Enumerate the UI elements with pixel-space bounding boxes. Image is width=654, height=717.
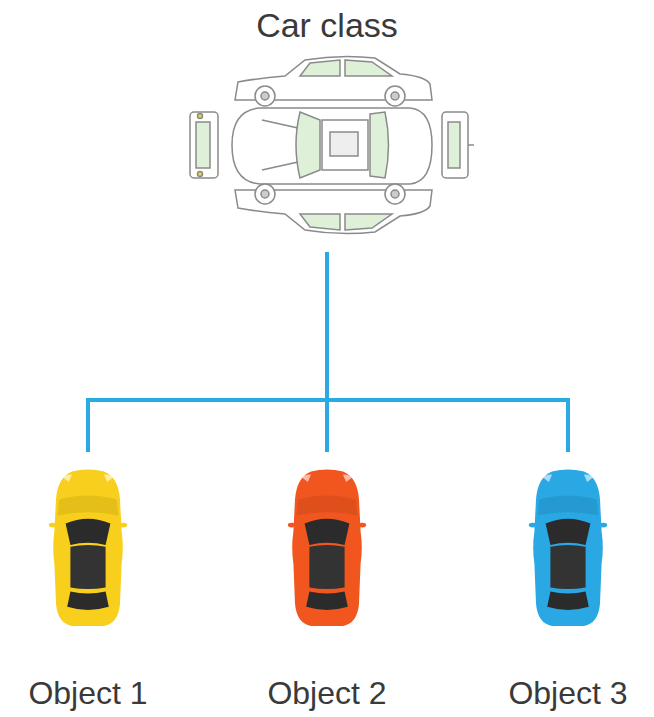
class-label: Car class bbox=[256, 6, 398, 45]
connector-line bbox=[327, 252, 568, 452]
object-label: Object 3 bbox=[508, 675, 627, 712]
object-node: Object 2 bbox=[252, 452, 402, 712]
object-label: Object 2 bbox=[267, 675, 386, 712]
object-node: Object 3 bbox=[493, 452, 643, 712]
object-node: Object 1 bbox=[13, 452, 163, 712]
object-label: Object 1 bbox=[28, 675, 147, 712]
car-blueprint bbox=[190, 56, 474, 233]
yellow-car bbox=[49, 470, 127, 626]
orange-car bbox=[288, 470, 366, 626]
connector-line bbox=[88, 252, 327, 452]
blue-car bbox=[529, 470, 607, 626]
class-node: Car class bbox=[180, 6, 474, 252]
